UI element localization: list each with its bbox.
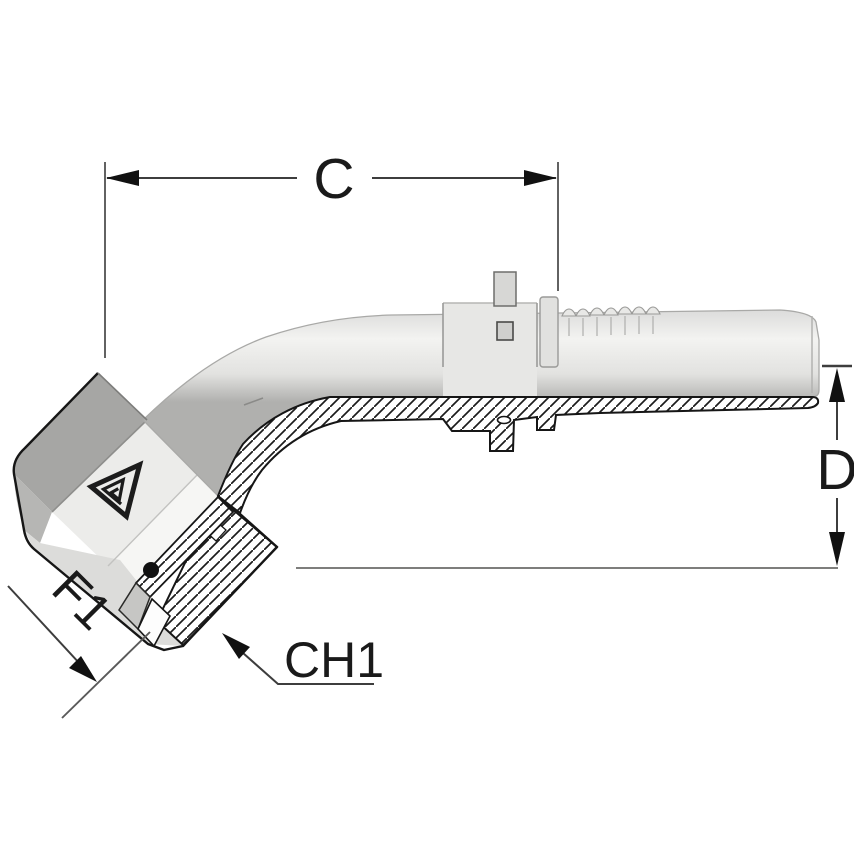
collar: [443, 303, 537, 396]
serrations: [561, 306, 661, 317]
ch1-leader-line: [242, 652, 374, 685]
bend-highlight: [243, 397, 264, 406]
dim-label-ch1: CH1: [284, 632, 384, 688]
dim-c-arrow-right: [524, 170, 557, 186]
nut-main-flat: [52, 420, 200, 566]
serration-shading: [568, 316, 654, 336]
dim-d-arrow-down: [829, 532, 845, 566]
wall-section: [216, 396, 820, 515]
seal-dot: [143, 562, 159, 578]
staple-foot: [496, 321, 514, 341]
dim-d-arrow-up: [829, 368, 845, 402]
ridge: [539, 296, 559, 368]
dimension-d: D: [296, 364, 854, 569]
staple-section-detail: [496, 415, 512, 425]
nut-lower-flat: [108, 472, 238, 601]
brand-logo-triangle-icon: [86, 460, 144, 521]
hose-tail-body: [142, 271, 820, 498]
leader-ch1: CH1: [222, 632, 384, 688]
dim-label-d: D: [816, 438, 854, 502]
dim-label-c: C: [313, 147, 354, 211]
nut-outline: [12, 372, 279, 652]
nut-top-face: [13, 373, 147, 512]
section-hatching: [118, 396, 820, 648]
dim-f1-extension: [61, 631, 151, 719]
ch1-arrow: [222, 633, 250, 659]
dimension-c: C: [104, 147, 559, 358]
staple-lug: [493, 271, 517, 307]
dim-c-arrow-left: [106, 170, 139, 186]
dim-f1-arrow: [69, 656, 97, 682]
